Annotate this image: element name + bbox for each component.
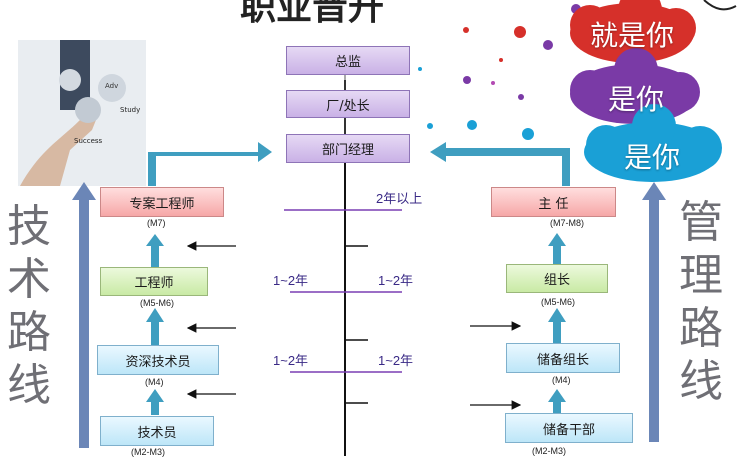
tech-track-arrow [72, 182, 96, 448]
period-low-left: 1~2年 [273, 353, 309, 368]
mgmt-track-char: 理 [679, 250, 723, 301]
photo-word-study: Study [120, 106, 141, 114]
blue-cloud [584, 104, 722, 182]
mgmt-grade-m5-m6: (M5-M6) [541, 297, 575, 307]
red-cloud-text: 就是你 [589, 19, 674, 52]
mgmt-level-supervisor: 主 任 [491, 187, 616, 217]
purple-cloud-text: 是你 [607, 83, 664, 116]
blue-cloud-text: 是你 [623, 141, 680, 174]
tech-to-manager-arrow [148, 142, 272, 186]
mgmt-level-reserve-leader: 储备组长 [506, 343, 620, 373]
mgmt-grade-m4: (M4) [552, 375, 571, 385]
period-mid-left: 1~2年 [273, 273, 309, 288]
tech-grade-m5-m6: (M5-M6) [140, 298, 174, 308]
mgmt-track-char: 路 [679, 303, 723, 354]
tech-level-engineer: 工程师 [100, 267, 208, 296]
mgmt-to-manager-arrow [430, 142, 570, 186]
mgmt-track-char: 线 [679, 356, 723, 407]
tech-grade-m7: (M7) [147, 218, 166, 228]
red-cloud [570, 0, 696, 63]
tech-level-senior-technician: 资深技术员 [97, 345, 219, 375]
mgmt-track-title: 管 理 路 线 [676, 196, 726, 408]
tech-track-char: 技 [7, 201, 51, 252]
mgmt-level-team-leader: 组长 [506, 264, 608, 293]
period-mid-right: 1~2年 [378, 273, 414, 288]
success-photo [18, 40, 146, 186]
mgmt-level-reserve-cadre: 储备干部 [505, 413, 633, 443]
director-box: 总监 [286, 46, 410, 75]
tech-level-project-engineer: 专案工程师 [100, 187, 224, 217]
tech-grade-m4: (M4) [145, 377, 164, 387]
period-top: 2年以上 [376, 191, 423, 206]
department-manager-box: 部门经理 [286, 134, 410, 163]
tech-grade-m2-m3: (M2-M3) [131, 447, 165, 457]
page-title: 职业晋升 [240, 0, 385, 28]
tech-level-technician: 技术员 [100, 416, 214, 446]
mgmt-track-char: 管 [679, 197, 723, 248]
period-low-right: 1~2年 [378, 353, 414, 368]
tech-track-title: 技 术 路 线 [4, 200, 54, 412]
plant-manager-box: 厂/处长 [286, 90, 410, 118]
photo-word-adv: Adv [105, 82, 119, 90]
mgmt-track-arrow [642, 182, 666, 442]
mgmt-grade-m7-m8: (M7-M8) [550, 218, 584, 228]
tech-track-char: 术 [7, 254, 51, 305]
photo-word-success: Success [74, 137, 103, 145]
mgmt-grade-m2-m3: (M2-M3) [532, 446, 566, 456]
tech-track-char: 线 [7, 360, 51, 411]
tech-track-char: 路 [7, 307, 51, 358]
